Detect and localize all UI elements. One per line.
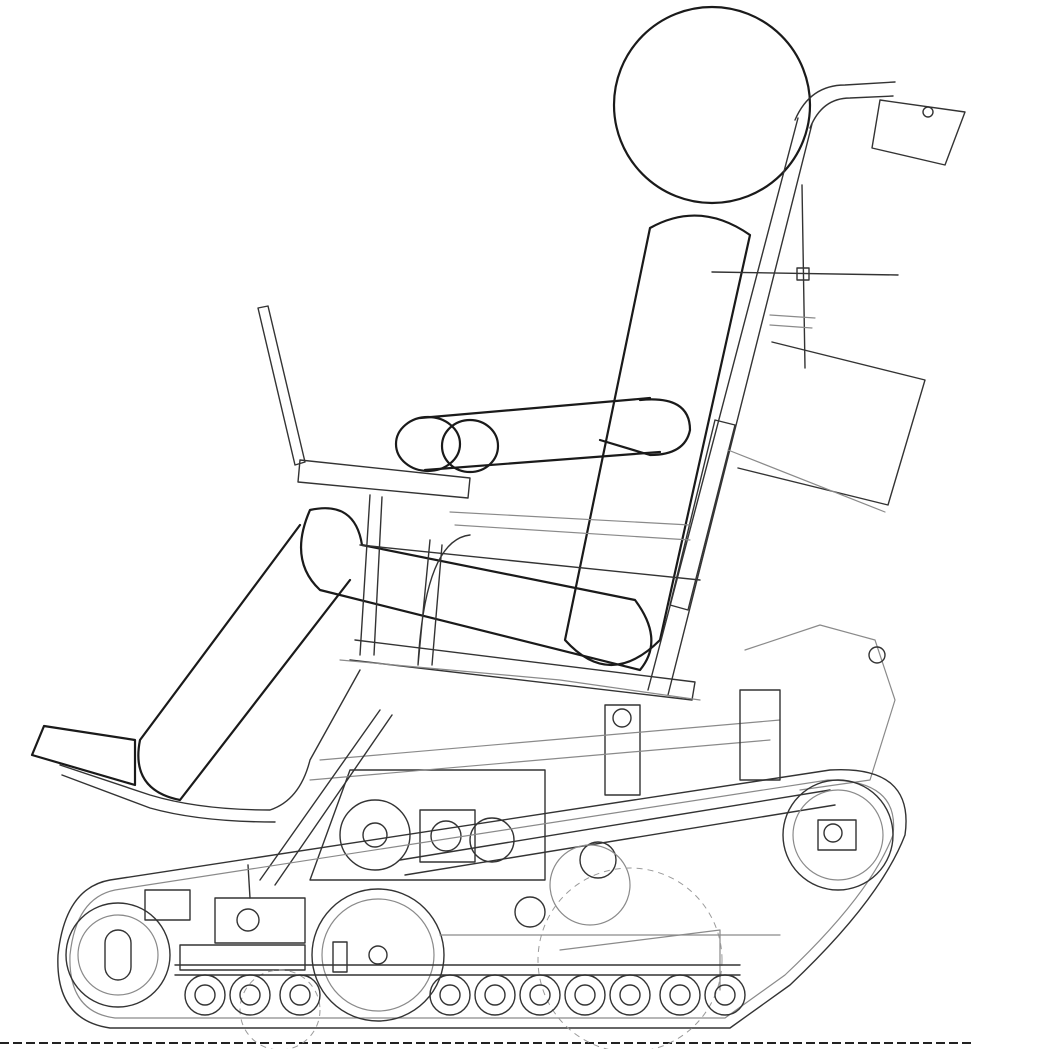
rear-sprocket-hub	[817, 819, 857, 851]
road-wheel	[659, 974, 701, 1016]
legrest-tube	[59, 669, 361, 823]
occupant-upper-arm	[598, 398, 692, 457]
occupant-hand	[394, 415, 462, 473]
backrest-pad	[737, 341, 926, 506]
seat-frame	[59, 81, 966, 823]
road-wheel	[279, 974, 321, 1016]
armrest-post	[257, 305, 306, 466]
road-wheel	[184, 974, 226, 1016]
occupant-foot	[30, 724, 137, 787]
drive-wheel-hub	[368, 945, 388, 965]
road-wheel-hub	[439, 984, 461, 1006]
road-wheel-hub	[484, 984, 506, 1006]
front-sprocket-hub	[104, 929, 132, 981]
seat-pivot	[612, 708, 632, 728]
gear-wheel	[469, 817, 515, 863]
idler-gear-lower	[514, 896, 546, 928]
road-wheel	[704, 974, 746, 1016]
centerline-vertical	[801, 184, 806, 369]
centerline-horizontal	[711, 271, 899, 276]
road-wheel-hub	[239, 984, 261, 1006]
road-wheel	[609, 974, 651, 1016]
occupant-torso	[563, 214, 752, 667]
road-wheel-hub	[669, 984, 691, 1006]
occupant-figure	[30, 5, 812, 802]
occupant-thigh	[299, 507, 653, 672]
road-wheel-hub	[574, 984, 596, 1006]
idler-gear-upper	[579, 841, 617, 879]
road-wheels	[184, 974, 746, 1016]
handle-plate	[871, 99, 966, 166]
road-wheel	[564, 974, 606, 1016]
road-wheel	[474, 974, 516, 1016]
road-wheel-hub	[194, 984, 216, 1006]
chassis	[144, 624, 896, 991]
gearbox	[419, 809, 476, 863]
handle-bolt	[922, 106, 934, 118]
road-wheel-hub	[619, 984, 641, 1006]
occupant-lower-leg	[137, 523, 352, 802]
road-wheel	[429, 974, 471, 1016]
chassis-plate	[309, 769, 546, 881]
track-belt-outer	[57, 768, 907, 1029]
occupant-wrist	[440, 418, 500, 474]
drive-wheel	[311, 888, 445, 1022]
road-wheel	[229, 974, 271, 1016]
backrest-rail-rear	[667, 123, 813, 696]
occupant-forearm	[418, 396, 662, 472]
centerline-marker	[796, 267, 810, 281]
seat-pan	[349, 544, 701, 701]
road-wheel-hub	[714, 984, 736, 1006]
road-wheel-hub	[529, 984, 551, 1006]
occupant-head	[612, 5, 812, 205]
road-wheel-hub	[289, 984, 311, 1006]
battery-box	[214, 897, 306, 944]
track-tensioner-arm	[399, 789, 836, 876]
push-handle	[794, 81, 896, 129]
motor-left	[339, 799, 411, 871]
rear-lift-arm	[744, 624, 896, 791]
track-system	[57, 768, 907, 1049]
rear-sprocket	[782, 779, 894, 891]
diagonal-strut	[259, 709, 393, 886]
armrest-bar	[297, 459, 471, 499]
road-wheel	[519, 974, 561, 1016]
backrest-actuator	[669, 419, 736, 611]
seat-support-mid	[417, 534, 471, 666]
front-sprocket	[65, 902, 171, 1008]
seat-support-front	[359, 494, 383, 656]
